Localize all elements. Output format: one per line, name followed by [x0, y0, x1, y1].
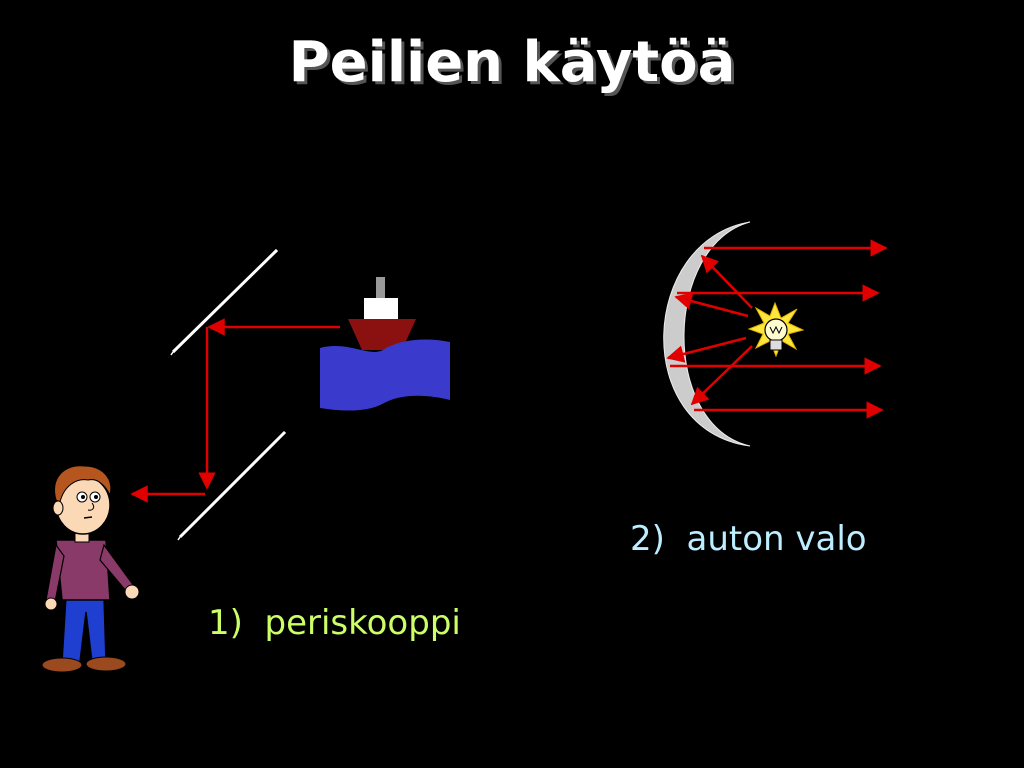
mirror-hatch [269, 444, 273, 449]
periscope-caption: 1) periskooppi [208, 603, 461, 643]
headlight-diagram [663, 221, 888, 447]
mirror-hatch [183, 338, 187, 343]
slide-title: Peilien käytöä [288, 30, 736, 95]
mirror-hatch [278, 435, 282, 440]
mirror-hatch [209, 313, 213, 318]
mirror-hatch [187, 334, 191, 339]
mirror-hatch [226, 296, 230, 301]
bottom-mirror [177, 430, 287, 541]
ray-in-2 [674, 292, 749, 318]
mirror-hatch [270, 253, 274, 258]
mirror-hatch [222, 300, 226, 305]
mirror-hatch [238, 475, 242, 480]
lightbulb-icon [747, 301, 805, 358]
mirror-hatch [260, 453, 264, 458]
mirror-hatch [174, 347, 178, 352]
mirror-hatch [199, 514, 203, 519]
mirror-hatch [247, 466, 251, 471]
mirror-hatch [251, 462, 255, 467]
mirror-hatch [196, 326, 200, 330]
mirror-hatch [257, 266, 261, 271]
periscope-diagram [41, 248, 450, 673]
mirror-hatch [194, 519, 199, 523]
mirror-hatch [261, 262, 265, 267]
mirror-hatch [170, 351, 174, 356]
mirror-hatch [265, 258, 269, 262]
mirror-hatch [274, 249, 278, 254]
mirror-hatch [273, 440, 277, 445]
mirror-hatch [225, 488, 229, 493]
top-mirror [170, 248, 279, 356]
mirror-hatch [200, 321, 204, 326]
mirror-hatch [252, 270, 256, 275]
mirror-hatch [213, 309, 217, 313]
mirror-hatch [235, 287, 239, 292]
mirror-hatch [221, 492, 225, 497]
outgoing-rays [670, 239, 888, 419]
headlight-caption: 2) auton valo [630, 519, 867, 559]
mirror-hatch [190, 523, 194, 528]
mirror-hatch [248, 275, 252, 279]
mirror-hatch [218, 304, 222, 309]
bulb-rays [666, 254, 753, 406]
periscope-rays [130, 318, 340, 503]
mirror-hatch [256, 457, 260, 462]
mirror-hatch [234, 479, 238, 484]
mirror-hatch [244, 279, 248, 284]
ray-in-4 [690, 345, 753, 406]
mirror-hatch [186, 527, 190, 532]
mirror-hatch [243, 470, 247, 475]
mirror-hatch [177, 536, 181, 541]
mirror-hatch [212, 501, 216, 506]
ray-in-3 [666, 336, 747, 363]
mirror-hatch [282, 431, 286, 436]
mirror-hatch [239, 283, 243, 288]
water [320, 339, 450, 411]
ray-in-1 [700, 254, 753, 309]
mirror-hatch [203, 510, 207, 515]
mirror-hatch [231, 292, 235, 296]
mirror-hatch [208, 505, 212, 510]
mirror-hatch [216, 497, 220, 502]
curved-mirror [663, 221, 751, 447]
mirror-hatch [264, 449, 269, 453]
mirror-hatch [229, 484, 234, 488]
ship [348, 277, 416, 350]
mirror-hatch [179, 343, 183, 347]
person [41, 465, 140, 673]
mirror-hatch [192, 330, 196, 335]
mirror-hatch [181, 532, 185, 537]
